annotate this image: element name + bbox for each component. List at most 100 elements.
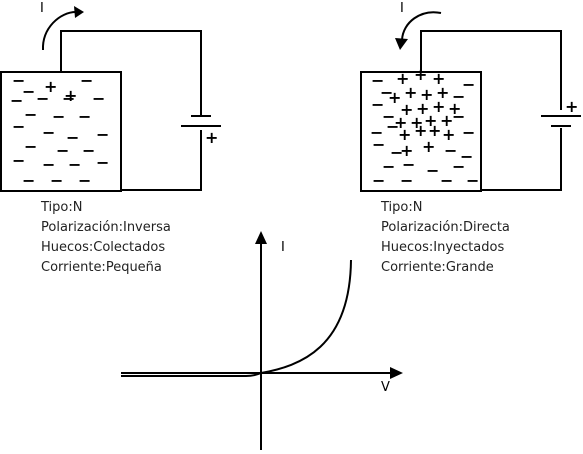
- hole-charge: +: [432, 69, 445, 88]
- hole-charge: +: [388, 88, 401, 107]
- left-circuit: [0, 6, 221, 192]
- electron-charge: −: [370, 123, 383, 142]
- hole-charge: +: [448, 99, 461, 118]
- hole-charge: +: [416, 99, 429, 118]
- electron-charge: −: [371, 71, 384, 90]
- hole-charge: +: [64, 86, 77, 105]
- electron-charge: −: [68, 155, 81, 174]
- hole-charge: +: [404, 83, 417, 102]
- right-charge-carriers: −−−−−−−−−−−−−−−−−−−−−−++++++++++++++++++…: [370, 65, 479, 190]
- electron-charge: −: [452, 107, 465, 126]
- left-current-arrow-icon: [41, 11, 77, 51]
- left-wire-bottom: [121, 130, 202, 191]
- hole-charge: +: [394, 113, 407, 132]
- electron-charge: −: [466, 171, 479, 190]
- electron-charge: −: [444, 141, 457, 160]
- hole-charge: +: [424, 111, 437, 130]
- graph-x-label: V: [381, 380, 390, 395]
- right-info-tipo: Tipo:N: [381, 200, 423, 215]
- electron-charge: −: [440, 171, 453, 190]
- right-current-arrow-icon: [401, 11, 442, 41]
- electron-charge: −: [50, 171, 63, 190]
- electron-charge: −: [10, 91, 23, 110]
- electron-charge: −: [462, 123, 475, 142]
- electron-charge: −: [62, 89, 75, 108]
- hole-charge: +: [400, 141, 413, 160]
- right-battery-plus-sign: +: [565, 97, 578, 116]
- electron-charge: −: [78, 107, 91, 126]
- right-circuit: [360, 11, 581, 192]
- electron-charge: −: [390, 143, 403, 162]
- left-battery-plus-sign: +: [205, 128, 218, 147]
- left-info-tipo: Tipo:N: [41, 200, 83, 215]
- electron-charge: −: [96, 125, 109, 144]
- hole-charge: +: [396, 69, 409, 88]
- electron-charge: −: [372, 171, 385, 190]
- hole-charge: +: [398, 125, 411, 144]
- hole-charge: +: [414, 65, 427, 84]
- electron-charge: −: [12, 151, 25, 170]
- electron-charge: −: [462, 75, 475, 94]
- right-info-panel: Tipo:N Polarización:Directa Huecos:Inyec…: [381, 198, 510, 278]
- electron-charge: −: [452, 87, 465, 106]
- electron-charge: −: [386, 117, 399, 136]
- hole-charge: +: [440, 111, 453, 130]
- electron-charge: −: [452, 157, 465, 176]
- electron-charge: −: [372, 135, 385, 154]
- electron-charge: −: [400, 171, 413, 190]
- electron-charge: −: [96, 153, 109, 172]
- electron-charge: −: [460, 147, 473, 166]
- electron-charge: −: [22, 171, 35, 190]
- electron-charge: −: [382, 107, 395, 126]
- electron-charge: −: [78, 171, 91, 190]
- right-info-corriente: Corriente:Grande: [381, 260, 494, 275]
- left-charge-carriers: −−−−−−−−−−−−−−−−−−−−−−−−++: [10, 71, 109, 190]
- hole-charge: +: [442, 125, 455, 144]
- electron-charge: −: [24, 105, 37, 124]
- electron-charge: −: [66, 128, 79, 147]
- hole-charge: +: [410, 113, 423, 132]
- iv-graph: [121, 231, 403, 450]
- hole-charge: +: [44, 77, 57, 96]
- electron-charge: −: [402, 155, 415, 174]
- electron-charge: −: [42, 123, 55, 142]
- hole-charge: +: [422, 137, 435, 156]
- electron-charge: −: [12, 117, 25, 136]
- right-info-huecos: Huecos:Inyectados: [381, 240, 505, 255]
- electron-charge: −: [380, 83, 393, 102]
- electron-charge: −: [52, 107, 65, 126]
- left-info-panel: Tipo:N Polarización:Inversa Huecos:Colec…: [41, 198, 171, 278]
- right-current-arrowhead-icon: [395, 38, 408, 50]
- diode-characteristic-curve: [245, 259, 352, 377]
- electron-charge: −: [22, 82, 35, 101]
- electron-charge: −: [24, 137, 37, 156]
- electron-charge: −: [80, 71, 93, 90]
- x-axis-arrowhead-icon: [390, 367, 403, 379]
- graph-y-label: I: [281, 240, 285, 255]
- left-wire: [60, 30, 202, 115]
- hole-charge: +: [428, 121, 441, 140]
- left-info-corriente: Corriente:Pequeña: [41, 260, 162, 275]
- right-current-label: I: [400, 1, 404, 16]
- electron-charge: −: [426, 161, 439, 180]
- hole-charge: +: [420, 85, 433, 104]
- left-current-arrowhead-icon: [74, 6, 84, 18]
- hole-charge: +: [432, 97, 445, 116]
- right-info-polarizacion: Polarización:Directa: [381, 220, 510, 235]
- hole-charge: +: [400, 100, 413, 119]
- right-wire: [420, 30, 562, 110]
- left-info-huecos: Huecos:Colectados: [41, 240, 166, 255]
- left-current-label: I: [40, 1, 44, 16]
- electron-charge: −: [42, 155, 55, 174]
- electron-charge: −: [12, 71, 25, 90]
- electron-charge: −: [82, 141, 95, 160]
- electron-charge: −: [92, 89, 105, 108]
- right-wire-bottom: [481, 128, 562, 191]
- electron-charge: −: [382, 157, 395, 176]
- electron-charge: −: [36, 89, 49, 108]
- left-info-polarizacion: Polarización:Inversa: [41, 220, 171, 235]
- hole-charge: +: [414, 121, 427, 140]
- electron-charge: −: [371, 95, 384, 114]
- y-axis-arrowhead-icon: [255, 231, 267, 244]
